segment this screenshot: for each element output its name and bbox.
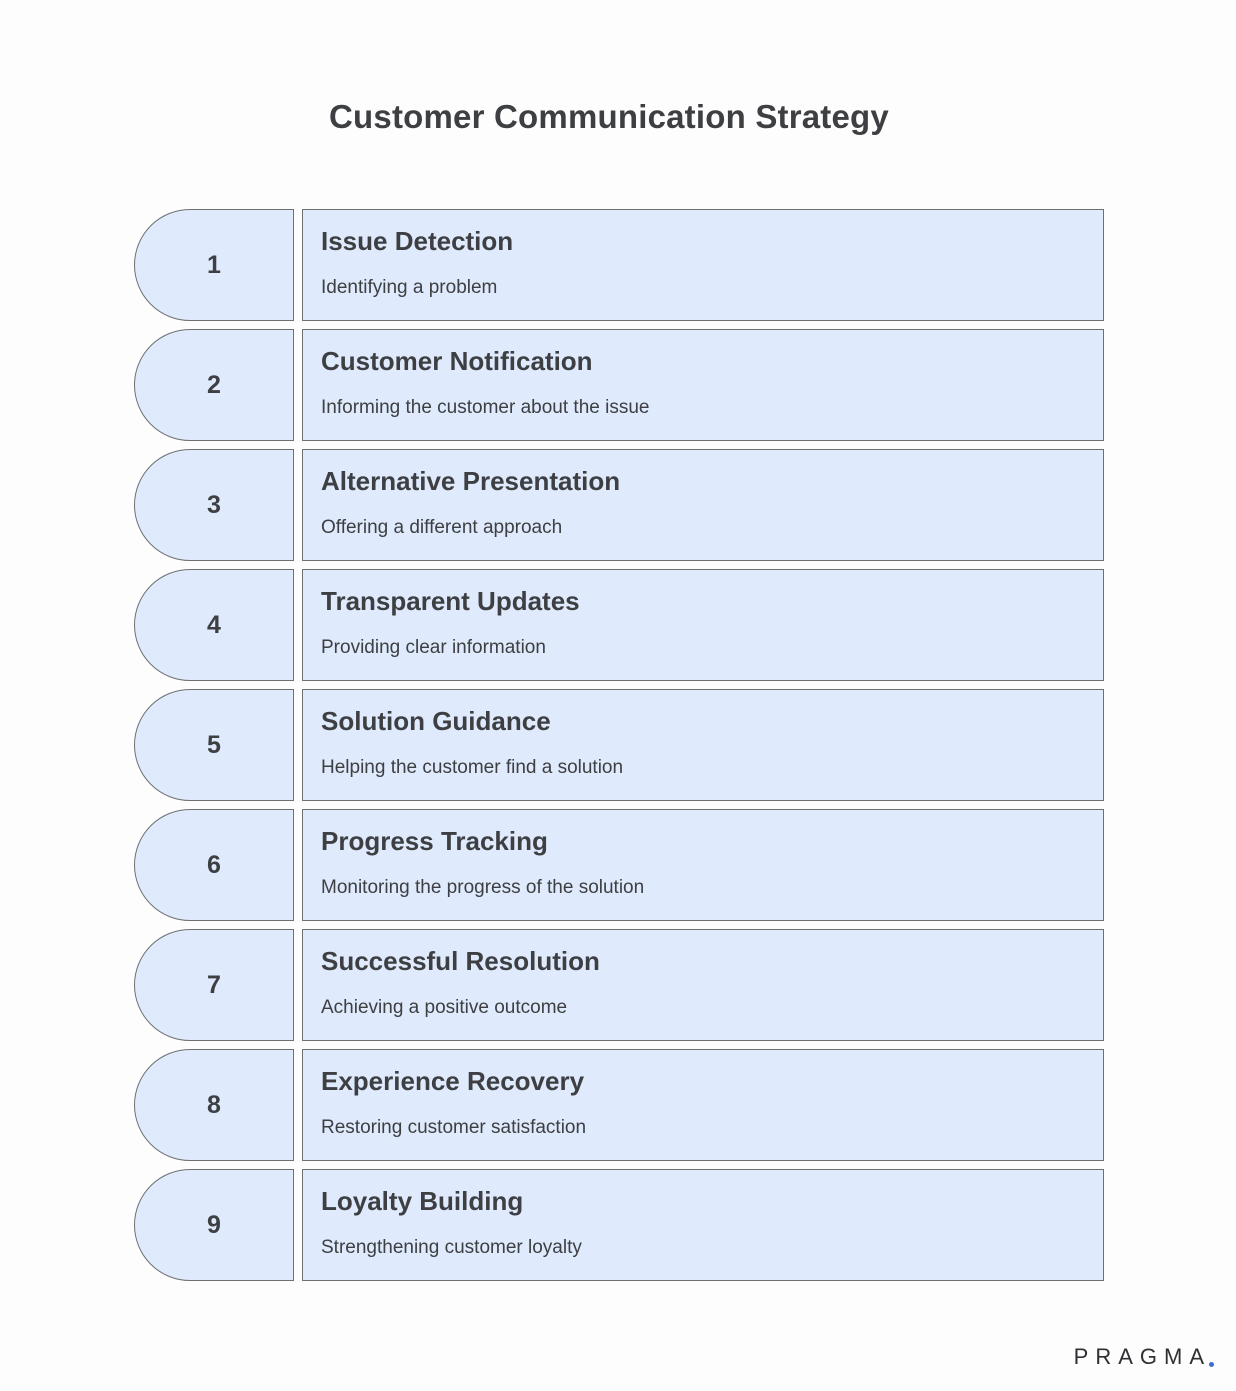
brand-name: PRAGMA xyxy=(1073,1344,1211,1369)
step-title: Transparent Updates xyxy=(321,586,580,616)
step-row: 2 Customer Notification Informing the cu… xyxy=(134,329,1104,441)
step-description: Informing the customer about the issue xyxy=(321,397,650,418)
step-number: 3 xyxy=(134,449,294,561)
brand-dot-icon xyxy=(1209,1361,1214,1367)
step-box: Issue Detection Identifying a problem xyxy=(302,209,1104,321)
brand-logo: PRAGMA xyxy=(1074,1344,1214,1370)
step-description: Identifying a problem xyxy=(321,277,498,298)
step-row: 6 Progress Tracking Monitoring the progr… xyxy=(134,809,1104,921)
step-number: 5 xyxy=(134,689,294,801)
step-title: Solution Guidance xyxy=(321,706,551,736)
step-description: Offering a different approach xyxy=(321,517,563,538)
step-row: 5 Solution Guidance Helping the customer… xyxy=(134,689,1104,801)
page-title: Customer Communication Strategy xyxy=(329,98,889,135)
step-box: Alternative Presentation Offering a diff… xyxy=(302,449,1104,561)
step-title: Customer Notification xyxy=(321,346,593,376)
step-number: 6 xyxy=(134,809,294,921)
step-row: 9 Loyalty Building Strengthening custome… xyxy=(134,1169,1104,1281)
step-description: Helping the customer find a solution xyxy=(321,757,624,778)
step-number: 2 xyxy=(134,329,294,441)
step-box: Progress Tracking Monitoring the progres… xyxy=(302,809,1104,921)
step-box: Transparent Updates Providing clear info… xyxy=(302,569,1104,681)
step-description: Providing clear information xyxy=(321,637,546,658)
step-title: Successful Resolution xyxy=(321,946,600,976)
step-description: Monitoring the progress of the solution xyxy=(321,877,645,898)
step-number: 4 xyxy=(134,569,294,681)
step-title: Alternative Presentation xyxy=(321,466,621,496)
step-box: Solution Guidance Helping the customer f… xyxy=(302,689,1104,801)
step-row: 7 Successful Resolution Achieving a posi… xyxy=(134,929,1104,1041)
step-row: 8 Experience Recovery Restoring customer… xyxy=(134,1049,1104,1161)
step-box: Experience Recovery Restoring customer s… xyxy=(302,1049,1104,1161)
step-description: Strengthening customer loyalty xyxy=(321,1237,582,1258)
step-title: Progress Tracking xyxy=(321,826,548,856)
step-description: Achieving a positive outcome xyxy=(321,997,568,1018)
step-row: 1 Issue Detection Identifying a problem xyxy=(134,209,1104,321)
step-number: 7 xyxy=(134,929,294,1041)
step-row: 3 Alternative Presentation Offering a di… xyxy=(134,449,1104,561)
step-number: 8 xyxy=(134,1049,294,1161)
step-number: 1 xyxy=(134,209,294,321)
step-box: Customer Notification Informing the cust… xyxy=(302,329,1104,441)
step-title: Experience Recovery xyxy=(321,1066,585,1096)
step-box: Loyalty Building Strengthening customer … xyxy=(302,1169,1104,1281)
step-title: Issue Detection xyxy=(321,226,514,256)
step-title: Loyalty Building xyxy=(321,1186,524,1216)
step-description: Restoring customer satisfaction xyxy=(321,1117,587,1138)
step-box: Successful Resolution Achieving a positi… xyxy=(302,929,1104,1041)
step-row: 4 Transparent Updates Providing clear in… xyxy=(134,569,1104,681)
steps-list: 1 Issue Detection Identifying a problem … xyxy=(134,209,1104,1281)
step-number: 9 xyxy=(134,1169,294,1281)
